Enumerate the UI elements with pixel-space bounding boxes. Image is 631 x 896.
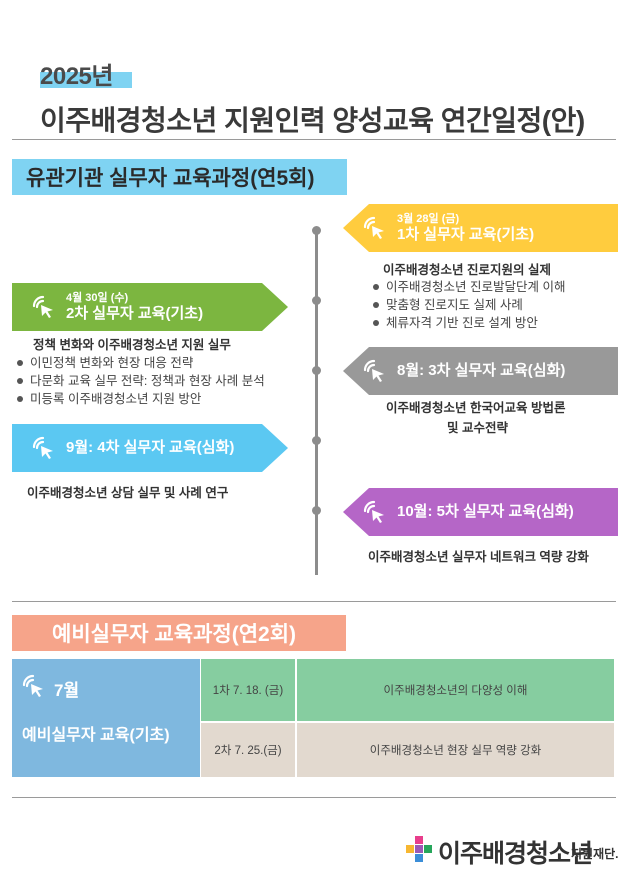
timeline-dot — [312, 366, 321, 375]
year-label: 2025년 — [40, 63, 113, 90]
timeline-dot — [312, 226, 321, 235]
bullet-item: 맞춤형 진로지도 실제 사례 — [370, 296, 565, 314]
session-subtitle: 정책 변화와 이주배경청소년 지원 실무 — [33, 338, 231, 352]
session-date: 4월 30일 (수) — [66, 292, 129, 305]
session-subtitle: 및 교수전략 — [447, 421, 508, 435]
year-highlight — [40, 72, 132, 88]
cursor-click-icon — [30, 294, 56, 320]
section-title-practitioner: 유관기관 실무자 교육과정(연5회) — [12, 159, 347, 195]
divider — [12, 797, 616, 798]
logo-name: 이주배경청소년 — [438, 840, 593, 868]
timeline-dot — [312, 506, 321, 515]
divider — [12, 601, 616, 602]
session-1-bullets: 이주배경청소년 진로발달단계 이해 맞춤형 진로지도 실제 사례 체류자격 기반… — [370, 278, 565, 332]
session-3-banner: 8월: 3차 실무자 교육(심화) — [343, 347, 618, 395]
session-date-cell: 2차 7. 25.(금) — [200, 721, 295, 777]
session-name: 10월: 5차 실무자 교육(심화) — [397, 503, 574, 521]
bullet-item: 체류자격 기반 진로 설계 방안 — [370, 314, 565, 332]
cursor-click-icon — [22, 674, 43, 697]
page-title: 이주배경청소년 지원인력 양성교육 연간일정(안) — [40, 105, 585, 136]
timeline-dot — [312, 296, 321, 305]
session-name: 8월: 3차 실무자 교육(심화) — [397, 362, 566, 380]
timeline-dot — [312, 436, 321, 445]
session-name: 1차 실무자 교육(기초) — [397, 225, 535, 243]
cursor-click-icon — [363, 359, 384, 382]
cursor-click-icon — [363, 216, 384, 239]
session-subtitle: 이주배경청소년 한국어교육 방법론 — [386, 401, 566, 415]
cursor-click-icon — [30, 435, 56, 461]
session-subtitle: 이주배경청소년 상담 실무 및 사례 연구 — [27, 486, 229, 500]
divider — [12, 139, 616, 140]
session-date-cell: 1차 7. 18. (금) — [200, 659, 295, 721]
session-4-banner: 9월: 4차 실무자 교육(심화) — [12, 424, 288, 472]
cursor-click-icon — [363, 500, 384, 523]
session-2-banner: 4월 30일 (수) 2차 실무자 교육(기초) — [12, 283, 288, 331]
pre-course-box: 7월 예비실무자 교육(기초) — [12, 659, 200, 777]
session-2-bullets: 이민정책 변화와 현장 대응 전략 다문화 교육 실무 전략: 정책과 현장 사… — [14, 354, 265, 408]
session-topic-cell: 이주배경청소년 현장 실무 역량 강화 — [295, 721, 614, 777]
timeline-line — [315, 230, 318, 575]
session-subtitle: 이주배경청소년 진로지원의 실제 — [383, 263, 551, 277]
pre-course-month: 7월 — [54, 681, 80, 700]
session-5-banner: 10월: 5차 실무자 교육(심화) — [343, 488, 618, 536]
session-1-banner: 3월 28일 (금) 1차 실무자 교육(기초) — [343, 204, 618, 252]
session-date: 3월 28일 (금) — [397, 213, 460, 226]
pre-course-name: 예비실무자 교육(기초) — [22, 727, 170, 744]
session-name: 2차 실무자 교육(기초) — [66, 304, 204, 322]
logo-suffix: 지원재단. — [571, 847, 619, 861]
session-topic-cell: 이주배경청소년의 다양성 이해 — [295, 659, 614, 721]
session-name: 9월: 4차 실무자 교육(심화) — [66, 439, 235, 457]
bullet-item: 이민정책 변화와 현장 대응 전략 — [14, 354, 265, 372]
session-subtitle: 이주배경청소년 실무자 네트워크 역량 강화 — [368, 550, 589, 564]
bullet-item: 미등록 이주배경청소년 지원 방안 — [14, 390, 265, 408]
section-title-pre-practitioner: 예비실무자 교육과정(연2회) — [12, 615, 346, 651]
foundation-logo-icon — [404, 834, 434, 864]
bullet-item: 다문화 교육 실무 전략: 정책과 현장 사례 분석 — [14, 372, 265, 390]
bullet-item: 이주배경청소년 진로발달단계 이해 — [370, 278, 565, 296]
